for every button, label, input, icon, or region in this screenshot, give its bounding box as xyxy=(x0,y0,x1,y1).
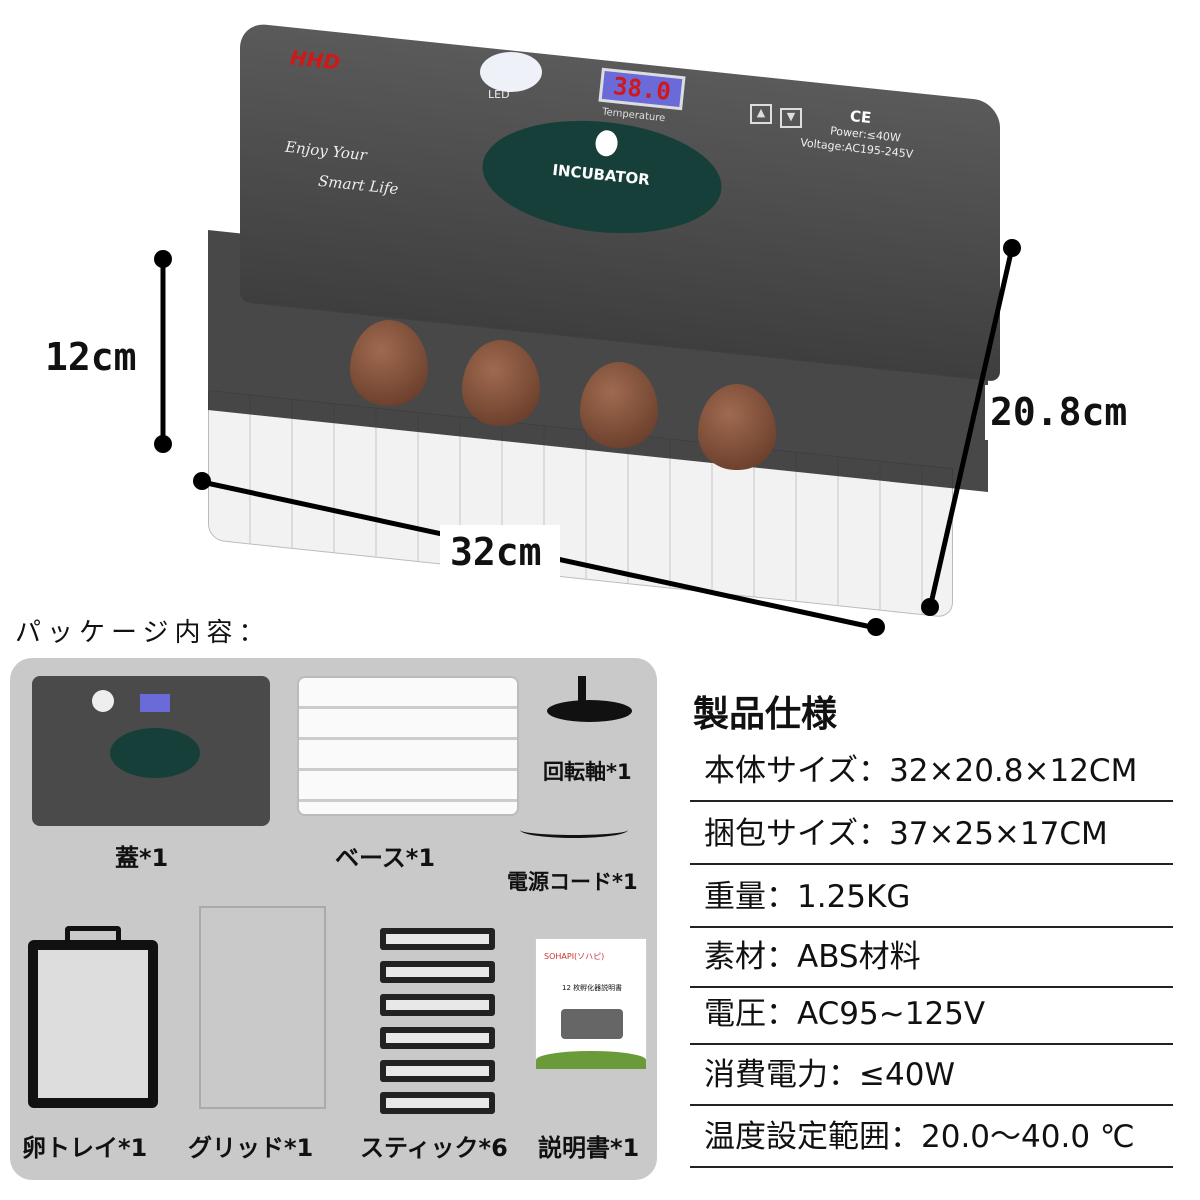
dimension-dot xyxy=(1003,239,1021,257)
led-button[interactable] xyxy=(480,52,542,92)
tray-handle xyxy=(65,926,121,944)
dimension-dot xyxy=(154,250,172,268)
depth-label: 20.8cm xyxy=(990,390,1128,434)
dimension-lines xyxy=(160,247,1015,631)
lid-image xyxy=(32,676,270,826)
item-label-sticks: スティック*6 xyxy=(360,1134,508,1162)
manual-brand: SOHAPI(ソハピ) xyxy=(544,952,605,961)
item-label-lid: 蓋*1 xyxy=(115,844,169,872)
package-title: パッケージ内容： xyxy=(15,618,271,648)
spec-row: 重量：1.25KG xyxy=(690,868,1173,928)
item-label-manual: 説明書*1 xyxy=(538,1134,640,1162)
egg xyxy=(350,320,428,406)
spec-row: 捆包サイズ：37×25×17CM xyxy=(690,805,1173,865)
led-label: LED xyxy=(488,88,510,101)
item-label-shaft: 回転軸*1 xyxy=(543,760,632,784)
rotation-shaft-image xyxy=(547,700,632,722)
dimension-dot xyxy=(867,618,885,636)
spec-row: 消費電力：≤40W xyxy=(690,1046,1173,1106)
egg-tray-image xyxy=(28,940,158,1108)
grid-image xyxy=(199,906,326,1109)
up-button[interactable]: ▲ xyxy=(750,104,772,124)
depth-line xyxy=(927,247,1015,609)
width-label: 32cm xyxy=(450,530,542,574)
specs-title: 製品仕様 xyxy=(693,694,838,735)
manual-image: SOHAPI(ソハピ) 12 枚孵化器説明書 xyxy=(535,938,647,1069)
down-button[interactable]: ▼ xyxy=(780,108,802,128)
egg xyxy=(462,340,540,426)
egg xyxy=(580,362,658,448)
spec-row: 本体サイズ：32×20.8×12CM xyxy=(690,742,1173,802)
egg xyxy=(698,384,776,470)
item-label-grid: グリッド*1 xyxy=(188,1134,314,1162)
item-label-egg-tray: 卵トレイ*1 xyxy=(22,1134,148,1162)
dimension-dot xyxy=(193,472,211,490)
item-label-base: ベース*1 xyxy=(335,844,436,872)
height-label: 12cm xyxy=(45,335,137,379)
dimension-dot xyxy=(154,435,172,453)
spec-row: 素材：ABS材料 xyxy=(690,928,1173,988)
item-label-power-cord: 電源コード*1 xyxy=(507,870,638,894)
power-cord-image xyxy=(520,822,628,838)
base-image xyxy=(297,676,519,816)
spec-row: 電圧：AC95~125V xyxy=(690,985,1173,1045)
dimension-dot xyxy=(921,598,939,616)
shaft-rod xyxy=(578,676,586,712)
spec-row: 温度設定範囲：20.0～40.0 ℃ xyxy=(690,1108,1173,1168)
manual-title: 12 枚孵化器説明書 xyxy=(562,984,623,992)
